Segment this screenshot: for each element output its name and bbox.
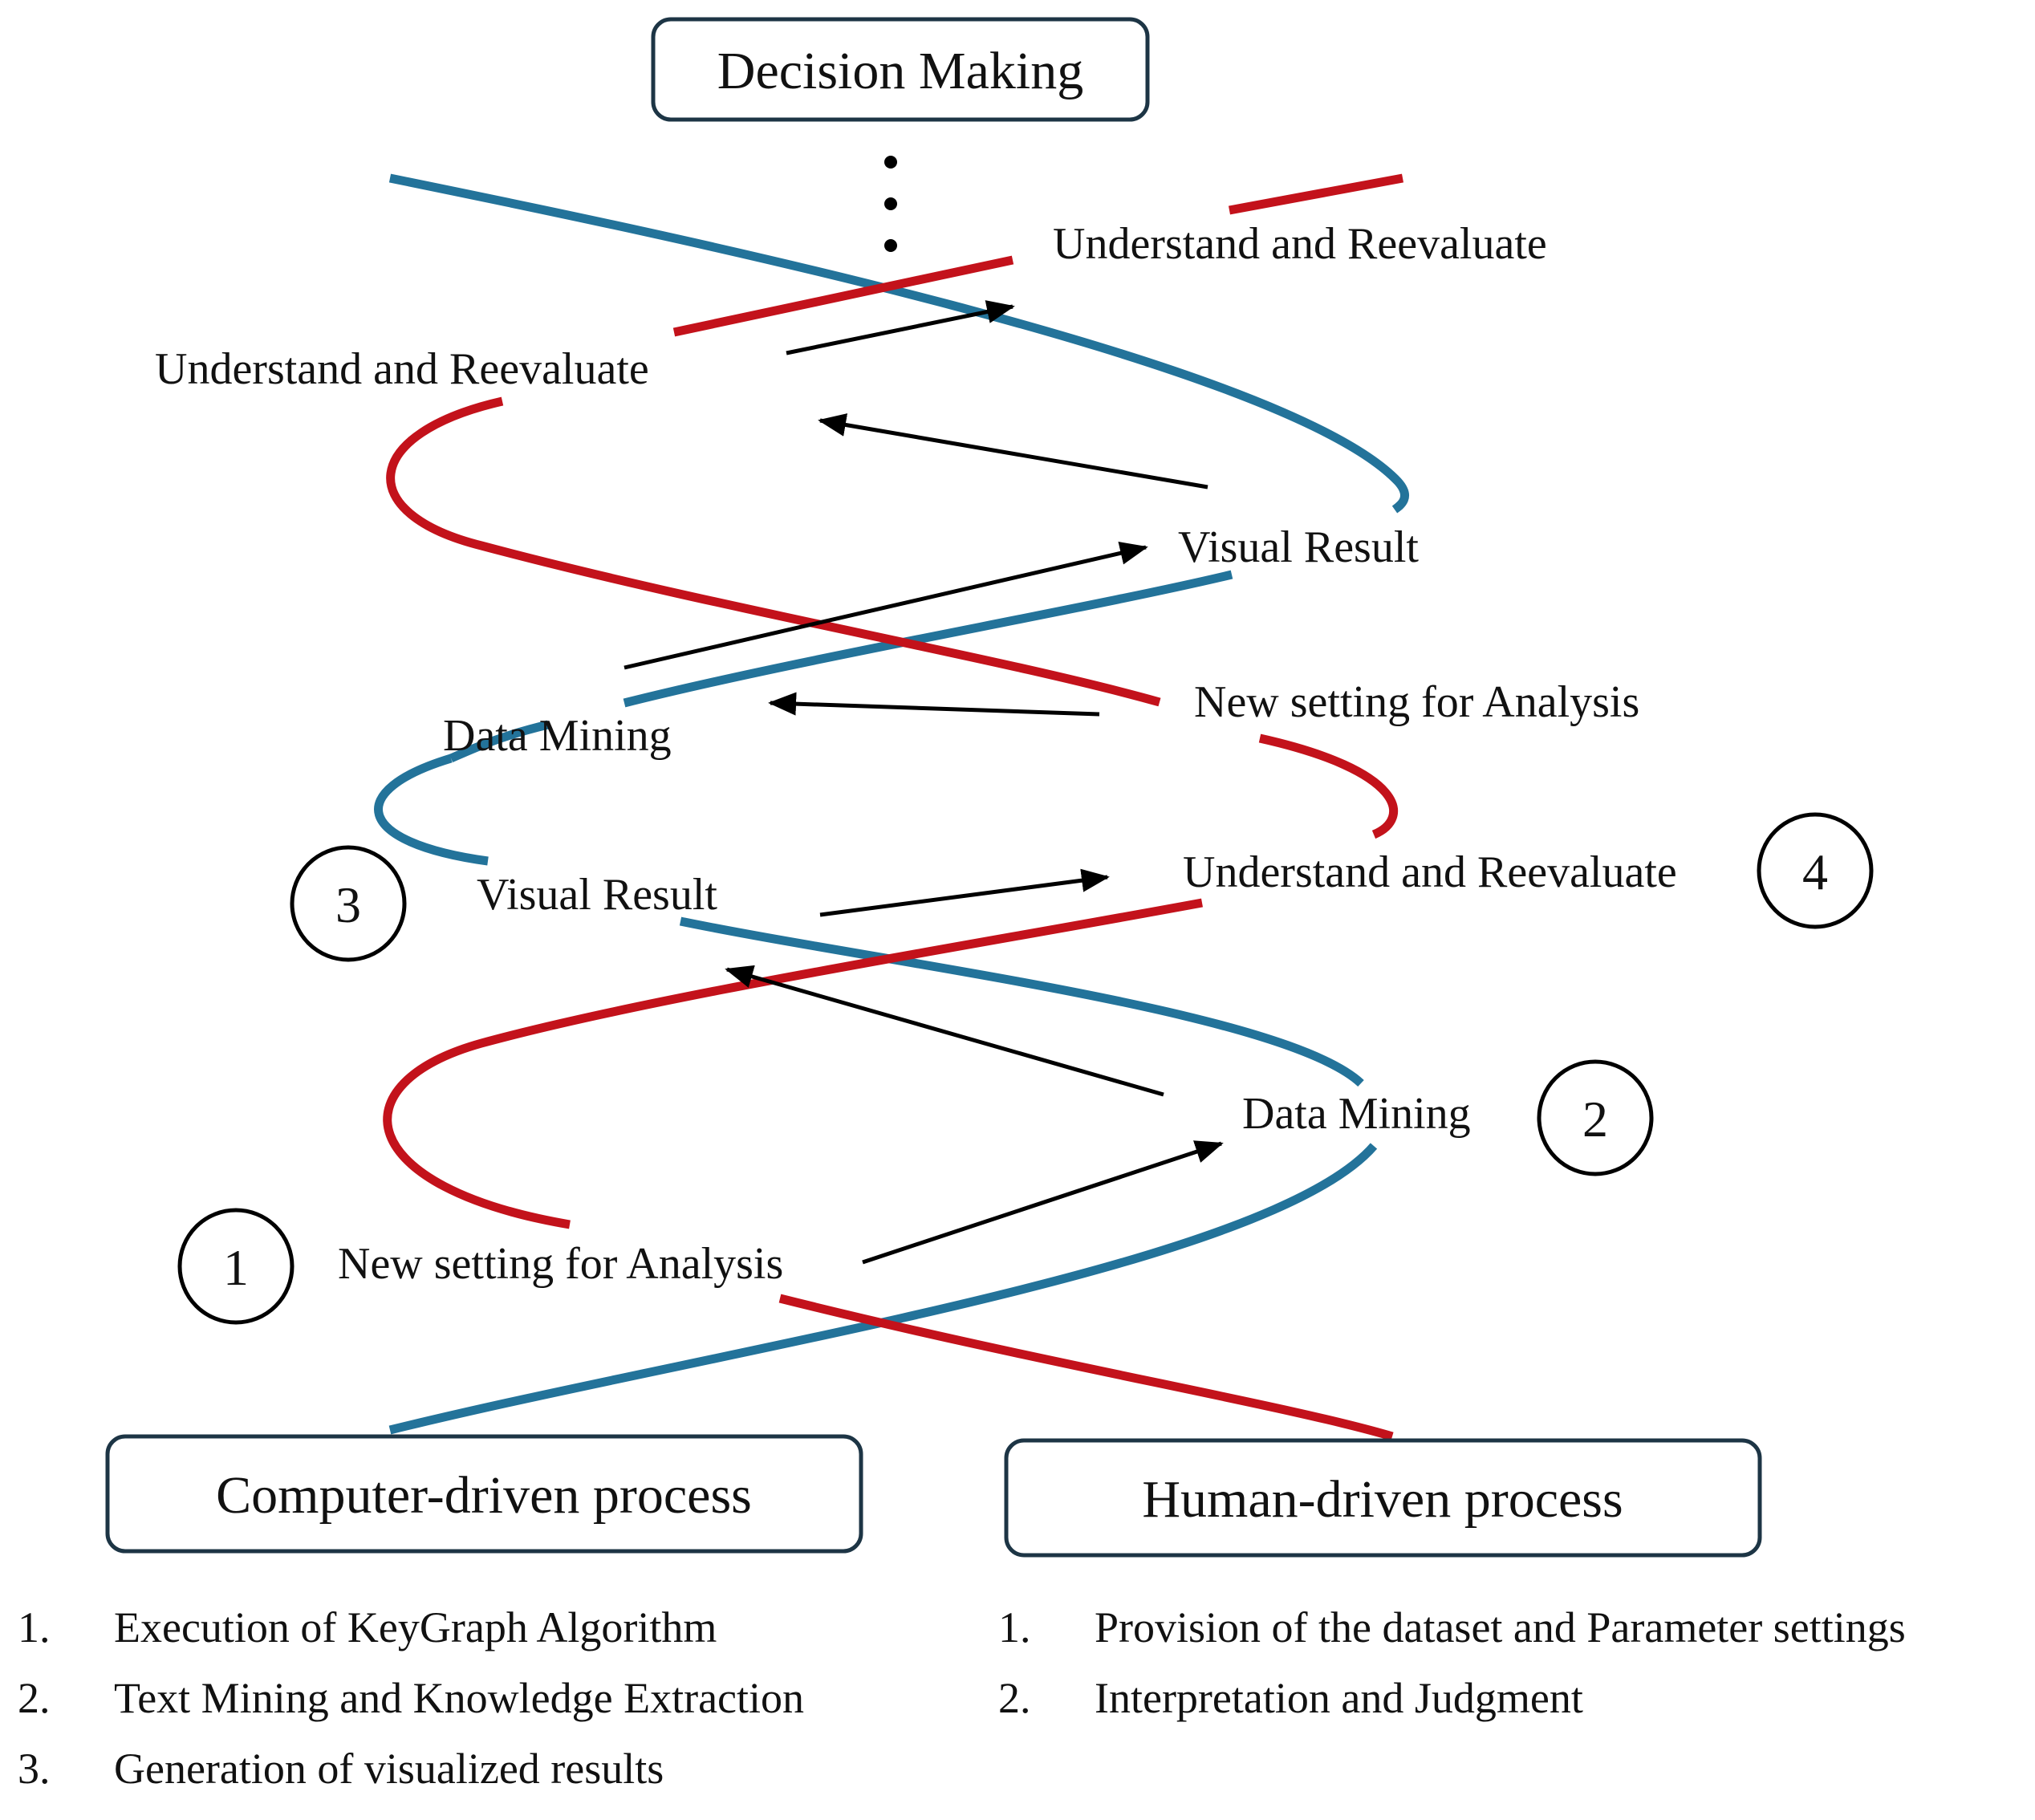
human-driven-box: Human-driven process — [1004, 1438, 1762, 1558]
arrow-data-mining-left-to-visual-right — [623, 542, 1148, 670]
human-task-list: 1. Provision of the dataset and Paramete… — [998, 1603, 1906, 1722]
ellipsis-dot — [884, 197, 897, 210]
step-circle-2: 2 — [1537, 1059, 1654, 1176]
decision-making-box: Decision Making — [651, 17, 1150, 122]
node-understand-left: Understand and Reevaluate — [155, 344, 649, 394]
step-circle-2-label: 2 — [1582, 1091, 1608, 1148]
decision-making-label: Decision Making — [717, 42, 1083, 100]
computer-strand-middle — [449, 570, 1233, 763]
computer-strand-loop — [374, 754, 489, 866]
step-circle-3-label: 3 — [335, 876, 361, 933]
computer-list-num: 1. — [18, 1603, 51, 1651]
helix-strands — [374, 173, 1409, 1441]
human-strand-top — [672, 173, 1404, 337]
step-circle-4: 4 — [1757, 812, 1874, 929]
node-data-mining-right: Data Mining — [1242, 1089, 1471, 1139]
flow-arrows — [623, 300, 1224, 1265]
arrow-new-setting-left-to-data-mining-right — [862, 1140, 1224, 1265]
human-strand-bottom — [778, 1294, 1394, 1441]
computer-strand-lower — [679, 916, 1364, 1087]
step-circle-1-label: 1 — [223, 1239, 249, 1296]
step-circle-1: 1 — [177, 1208, 294, 1325]
computer-list-text: Text Mining and Knowledge Extraction — [114, 1674, 804, 1722]
computer-task-list: 1. Execution of KeyGraph Algorithm 2. Te… — [18, 1603, 804, 1793]
computer-list-num: 3. — [18, 1745, 51, 1793]
human-list-text: Provision of the dataset and Parameter s… — [1095, 1603, 1906, 1651]
computer-list-text: Execution of KeyGraph Algorithm — [114, 1603, 717, 1651]
arrow-new-setting-right-to-data-mining-left — [768, 692, 1100, 717]
human-list-text: Interpretation and Judgment — [1095, 1674, 1583, 1722]
arrow-visual-left-to-understand-right — [819, 868, 1110, 917]
arrow-data-mining-right-to-visual-left — [725, 965, 1164, 1097]
node-understand-right: Understand and Reevaluate — [1183, 847, 1677, 897]
computer-list-num: 2. — [18, 1674, 51, 1722]
ellipsis-dot — [884, 239, 897, 252]
node-data-mining-left: Data Mining — [443, 711, 672, 761]
computer-driven-label: Computer-driven process — [216, 1466, 752, 1525]
computer-driven-box: Computer-driven process — [105, 1434, 863, 1554]
human-strand-upper-loop — [386, 396, 1161, 707]
step-circle-4-label: 4 — [1802, 843, 1828, 900]
ellipsis-dots — [884, 156, 897, 252]
node-visual-result-right: Visual Result — [1178, 522, 1419, 572]
arrow-understand-left-to-understand-top — [786, 300, 1015, 355]
ellipsis-dot — [884, 156, 897, 169]
human-list-num: 1. — [998, 1603, 1031, 1651]
human-list-num: 2. — [998, 1674, 1031, 1722]
human-driven-label: Human-driven process — [1142, 1470, 1623, 1529]
node-new-setting-left: New setting for Analysis — [338, 1239, 783, 1289]
computer-list-text: Generation of visualized results — [114, 1745, 664, 1793]
human-strand-lower-loop — [383, 898, 1203, 1229]
human-strand-mid-loop — [1258, 733, 1399, 839]
node-visual-result-left: Visual Result — [477, 870, 717, 920]
node-labels: Understand and Reevaluate Understand and… — [155, 219, 1677, 1289]
computer-strand-top — [388, 173, 1409, 514]
step-circle-3: 3 — [290, 845, 407, 962]
arrow-visual-right-to-understand-left — [818, 413, 1208, 490]
node-understand-top-right: Understand and Reevaluate — [1053, 219, 1547, 269]
node-new-setting-right: New setting for Analysis — [1194, 677, 1639, 727]
computer-strand-bottom — [388, 1143, 1378, 1435]
